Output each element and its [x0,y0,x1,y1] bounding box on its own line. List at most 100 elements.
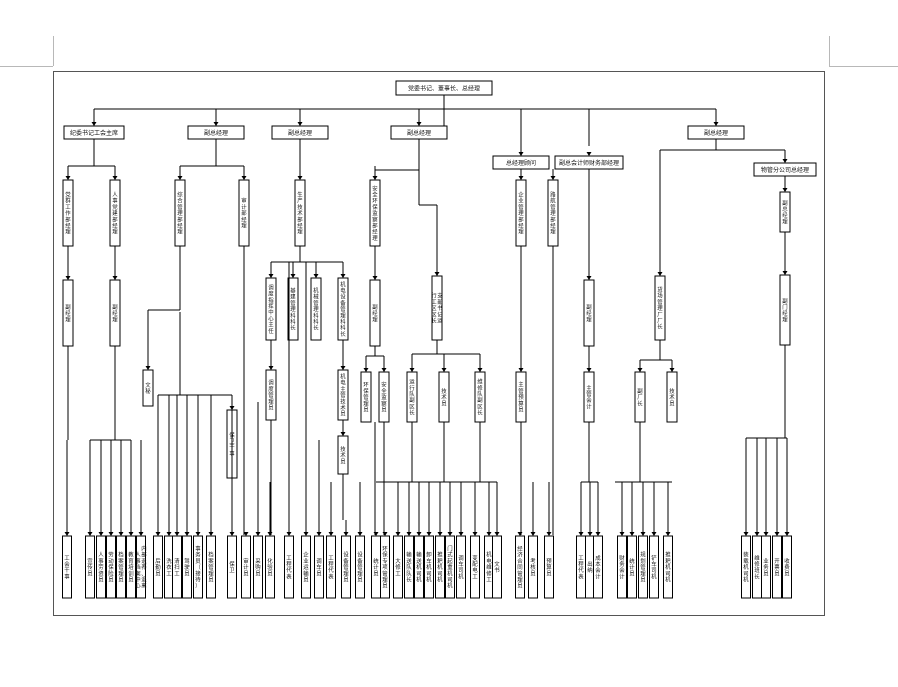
arrow-head [195,532,201,536]
staff-box-4-label: 劳动保险员 [108,551,114,584]
operation-area-label: 支部书记运行工区区长 [431,292,443,325]
arrow-head [595,532,601,536]
l1-vice-gm-1-label: 副总经理 [204,129,228,137]
page-corner-mark-top-right-v [829,36,830,66]
arrow-head [546,532,552,536]
l1-vice-gm-3-label: 副总经理 [407,129,431,137]
arrow-head [177,176,183,180]
staff-box-31-label: 门式起重机司机 [447,545,453,590]
arrow-head [112,176,118,180]
deputy-sub-company-label: 副总经理 [782,199,788,226]
arrow-head [145,366,151,370]
machinery-section-label: 机械管理科科长 [313,287,319,332]
arrow-head [782,159,788,163]
staff-box-50-label: 开票员 [774,558,780,577]
arrow-head [213,122,219,126]
arrow-head [416,532,422,536]
staff-box-22-label: 设备管理员 [343,551,349,584]
staff-box-11 [182,535,192,599]
arrow-head [255,532,261,536]
staff-box-23-label: 设备管理员 [357,551,363,584]
arrow-head [357,532,363,536]
staff-box-3-label: 人事劳资员 [98,552,104,584]
dept-hr-label: 人事党建部经理 [112,192,118,236]
arrow-head [472,532,478,536]
staff-box-49 [761,535,771,599]
arrow-head [313,274,319,278]
arrow-head [437,532,443,536]
arrow-head [530,532,536,536]
staff-box-2 [85,535,95,599]
arrow-head [297,122,303,126]
deputy-safety-label: 副经理 [372,303,378,323]
arrow-head [416,122,422,126]
arrow-head [395,532,401,536]
staff-box-5 [116,535,126,599]
staff-box-27-label: 输送队队长 [406,551,412,584]
arrow-head [763,532,769,536]
org-chart-frame [53,71,825,616]
staff-box-18 [284,535,294,599]
dispatch-admin-label: 调度管理员 [268,379,274,412]
staff-box-37-label: 考核员 [530,558,536,577]
staff-box-16 [253,535,263,599]
arrow-head [128,532,134,536]
arrow-head [290,274,296,278]
electromech-tech-label: 技术员 [340,445,346,465]
staff-box-25 [380,535,390,599]
arrow-head [518,152,524,156]
page-corner-mark-top-left-v [53,36,54,66]
staff-box-30 [435,535,445,599]
electromech-section-label: 机电设备管理科科长 [340,280,346,338]
staff-box-44 [638,535,648,599]
dept-safety-label: 安全环保监察部经理 [372,184,378,242]
arrow-head [441,368,447,372]
arrow-head [118,532,124,536]
arrow-head [91,122,97,126]
deputy-finance-label: 副经理 [586,303,592,323]
arrow-head [208,532,214,536]
arrow-head [426,532,432,536]
staff-box-3 [96,535,106,599]
arrow-head [458,532,464,536]
arrow-head [174,532,180,536]
arrow-head [328,532,334,536]
dept-audit-label: 审计部经理 [241,197,247,230]
staff-box-10-label: 清扫工 [174,557,180,577]
arrow-head [340,366,346,370]
arrow-head [267,532,273,536]
dept-general-mgmt-label: 综合管理部经理 [177,191,183,236]
arrow-head [665,532,671,536]
staff-box-42-label: 财务会计 [619,554,625,581]
arrow-head [268,274,274,278]
staff-box-36-label: 经济合同管理员 [517,545,523,590]
env-admin-label: 环保管理员 [363,382,369,414]
staff-box-4 [106,535,116,599]
arrow-head [373,532,379,536]
staff-box-9-label: 洗衣工 [166,557,172,577]
l1-discipline-secretary-label: 纪委书记工会主席 [70,129,118,137]
staff-box-46-label: 推耙机司机 [665,551,671,584]
arrow-head [477,368,483,372]
arrow-head [782,188,788,192]
staff-box-15-label: 审计员 [243,557,249,577]
arrow-head [382,532,388,536]
deputy-sub-2-label: 副门经理 [782,297,788,324]
staff-box-19-label: 企业运输员 [303,551,309,584]
arrow-head [65,176,71,180]
arrow-head [447,532,453,536]
arrow-head [108,532,114,536]
staff-box-21-label: 工程代表 [328,555,334,581]
staff-box-44-label: 规划管理员 [640,551,646,584]
arrow-head [286,532,292,536]
sub-company-box-label: 物管分公司总经理 [761,166,809,174]
staff-box-28 [414,535,424,599]
staff-box-36 [515,535,525,599]
staff-box-14 [227,535,237,599]
staff-box-27 [404,535,414,599]
staff-box-7 [136,535,146,599]
staff-box-51-label: 收费员 [784,557,790,577]
staff-box-8 [153,535,163,599]
arrow-head [434,272,440,276]
arrow-head [586,368,592,372]
